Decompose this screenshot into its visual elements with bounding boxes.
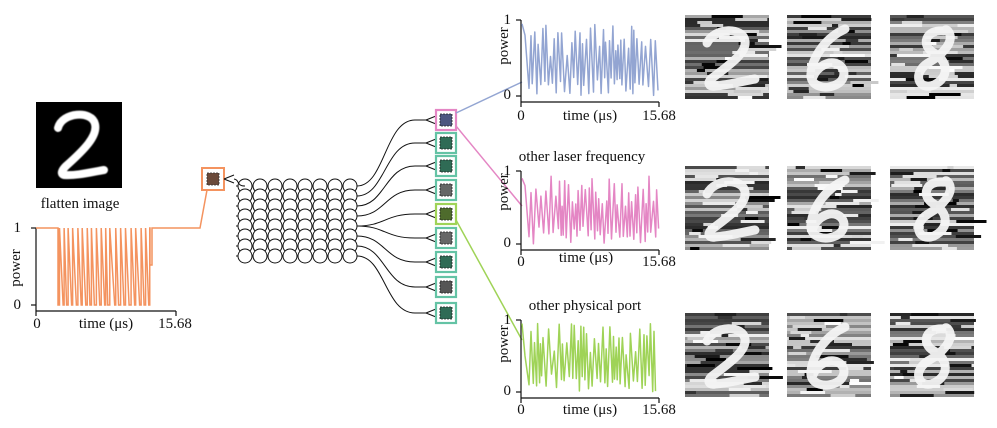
detector-4 — [434, 178, 458, 202]
panel-2-x-tick-start: 0 — [517, 254, 525, 270]
mesh-node — [282, 248, 298, 264]
output-power-trace-1 — [521, 23, 659, 97]
reconstructed-digit-2 — [685, 166, 781, 250]
detector-8 — [434, 275, 458, 299]
mesh-node — [237, 248, 253, 264]
mesh-node — [312, 248, 328, 264]
output-plot-3 — [516, 319, 660, 403]
reconstructed-digit-6 — [787, 15, 879, 99]
reconstructed-digit-6 — [787, 166, 885, 250]
panel-1-x-tick-end: 15.68 — [642, 108, 676, 124]
flatten-image-caption: flatten image — [41, 196, 120, 212]
detector-7 — [434, 250, 458, 274]
output-detectors — [356, 81, 523, 341]
panel-2-caption: other laser frequency — [519, 149, 646, 165]
output-plots — [516, 19, 660, 403]
detector-5 — [434, 202, 458, 226]
input-y-tick-bottom: 0 — [14, 297, 22, 313]
panel-1-ylabel: power — [496, 27, 512, 65]
reconstructed-digit-8 — [890, 313, 976, 397]
detector-9 — [434, 301, 458, 325]
mesh-node — [252, 248, 268, 264]
panel-2-xlabel: time (μs) — [559, 250, 613, 266]
input-xlabel: time (μs) — [79, 316, 133, 332]
input-y-tick-top: 1 — [14, 220, 22, 236]
panel-1-x-tick-start: 0 — [517, 108, 525, 124]
panel-3-y-tick-top: 1 — [504, 312, 512, 328]
mesh-node — [342, 248, 358, 264]
input-connector — [176, 189, 208, 229]
input-power-trace — [36, 227, 176, 306]
panel-3-xlabel: time (μs) — [563, 402, 617, 418]
panel-1-y-tick-top: 1 — [504, 12, 512, 28]
panel-2-ylabel: power — [496, 173, 512, 211]
reconstructed-digit-6 — [787, 313, 875, 397]
reconstructed-digit-8 — [890, 15, 974, 99]
input-x-tick-start: 0 — [33, 316, 41, 332]
output-power-trace-3 — [521, 322, 657, 393]
panel-1-xlabel: time (μs) — [563, 108, 617, 124]
mesh-node — [267, 248, 283, 264]
input-modulator — [201, 167, 235, 191]
reconstructed-digit-grid — [685, 15, 987, 397]
detector-1 — [434, 108, 458, 132]
panel-3-y-tick-bottom: 0 — [504, 383, 512, 399]
input-ylabel: power — [8, 249, 24, 287]
panel-2-x-tick-end: 15.68 — [642, 254, 676, 270]
input-x-tick-end: 15.68 — [158, 316, 192, 332]
reconstructed-digit-2 — [685, 15, 782, 99]
detector-3 — [434, 154, 458, 178]
mesh-node — [327, 248, 343, 264]
panel-3-caption: other physical port — [529, 298, 642, 314]
output-plot-2 — [516, 170, 660, 255]
panel-3-x-tick-start: 0 — [517, 402, 525, 418]
detector-2 — [434, 131, 458, 155]
panel-3-ylabel: power — [496, 325, 512, 363]
input-signal-plot — [31, 227, 177, 316]
reconstructed-digit-8 — [890, 166, 987, 250]
mnist-input-image — [36, 102, 122, 188]
reconstructed-digit-2 — [685, 313, 783, 397]
mesh-node — [297, 248, 313, 264]
detector-6 — [434, 226, 458, 250]
output-power-trace-2 — [521, 175, 660, 245]
panel-3-x-tick-end: 15.68 — [642, 402, 676, 418]
photonic-mesh — [233, 178, 358, 264]
output-plot-1 — [516, 19, 660, 107]
panel-2-y-tick-top: 1 — [504, 163, 512, 179]
panel-1-y-tick-bottom: 0 — [504, 87, 512, 103]
panel-2-y-tick-bottom: 0 — [504, 235, 512, 251]
